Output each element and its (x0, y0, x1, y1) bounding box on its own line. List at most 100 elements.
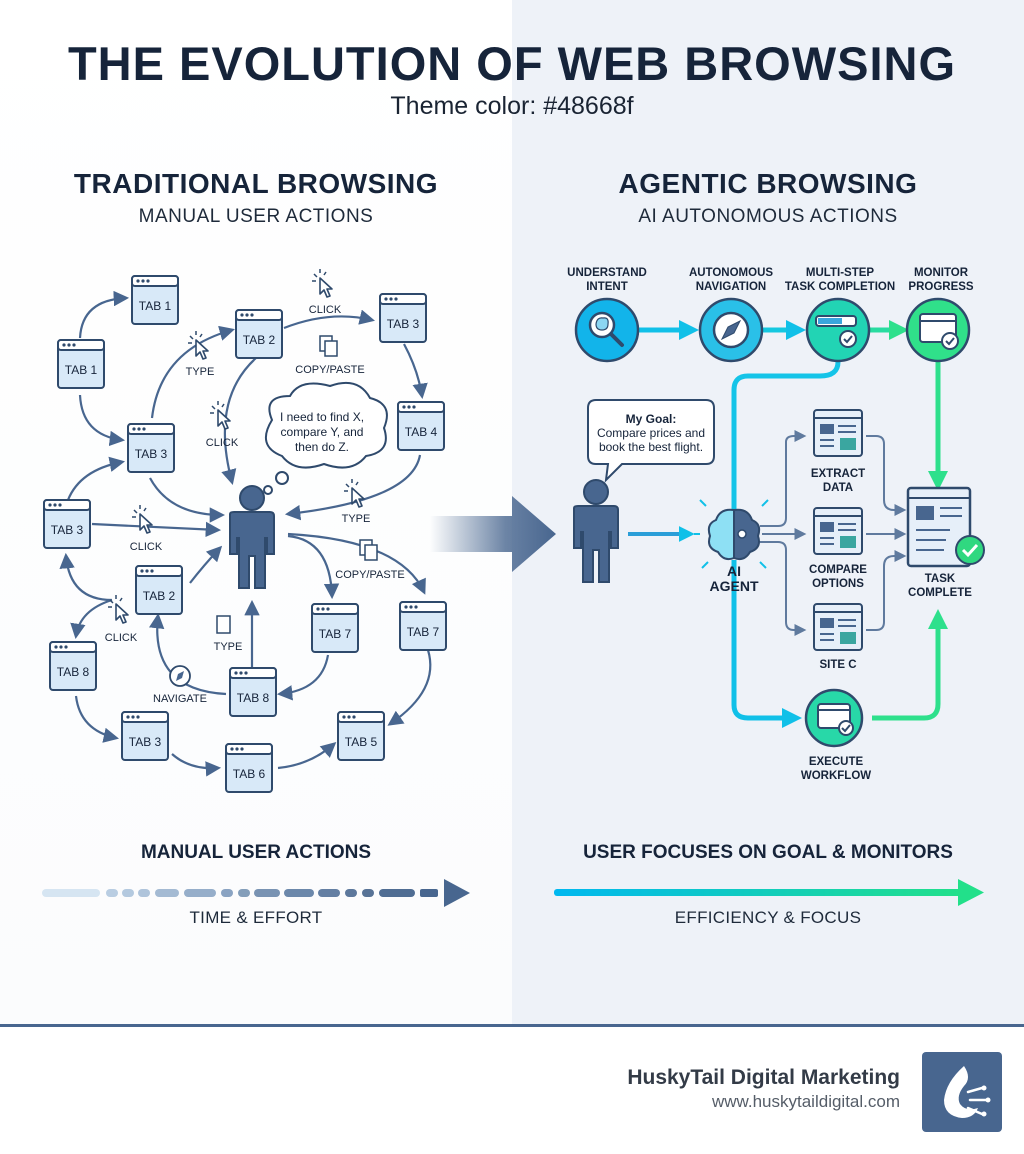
tab-label: TAB 5 (345, 735, 378, 749)
compass-icon (712, 311, 750, 349)
step-label: UNDERSTAND (567, 267, 647, 279)
brand-name: HuskyTail Digital Marketing (627, 1066, 900, 1089)
tab-box: TAB 3 (43, 499, 91, 549)
action-label: CLICK (130, 541, 163, 553)
right-axis-label: EFFICIENCY & FOCUS (674, 908, 862, 927)
thought-line: compare Y, and (281, 425, 364, 439)
task-compare-options: COMPARE OPTIONS (809, 507, 867, 590)
thought-line: then do Z. (295, 440, 349, 454)
task-site-c: SITE C (813, 603, 863, 671)
left-bottom-label: MANUAL USER ACTIONS (140, 842, 372, 863)
right-efficiency-bar (554, 879, 984, 906)
tab-box: TAB 6 (225, 743, 273, 793)
action-label: TYPE (342, 513, 371, 525)
ai-agent: AI AGENT (694, 499, 774, 594)
brand-logo-icon (922, 1052, 1002, 1132)
left-actions: CLICK TYPE COPY/PASTE CLICK TYPE CLICK C… (105, 268, 405, 705)
step-label: NAVIGATION (696, 281, 767, 293)
task-complete: TASK COMPLETE (906, 486, 985, 599)
page-title: THE EVOLUTION OF WEB BROWSING (67, 37, 957, 90)
compass-icon (169, 665, 191, 687)
tab-label: TAB 7 (319, 627, 352, 641)
tab-label: TAB 7 (407, 625, 440, 639)
tab-box: TAB 2 (235, 309, 283, 359)
task-label: SITE C (819, 659, 856, 671)
workflow-label: WORKFLOW (801, 770, 871, 782)
task-label: DATA (823, 482, 853, 494)
tab-label: TAB 2 (143, 589, 176, 603)
tab-box: TAB 4 (397, 401, 445, 451)
action-label: CLICK (309, 304, 342, 316)
action-label: NAVIGATE (153, 693, 207, 705)
step-monitor-progress (905, 297, 971, 363)
cursor-icon (131, 504, 153, 534)
step-understand-intent (574, 297, 640, 363)
task-label: EXTRACT (811, 468, 865, 480)
step-labels: UNDERSTAND INTENT AUTONOMOUS NAVIGATION … (567, 267, 974, 293)
page-subtitle: Theme color: #48668f (390, 92, 634, 120)
tab-label: TAB 3 (135, 447, 168, 461)
tab-box: TAB 7 (311, 603, 359, 653)
goal-speech-bubble: My Goal: Compare prices and book the bes… (587, 399, 715, 483)
left-section-subtitle: MANUAL USER ACTIONS (138, 206, 374, 227)
document-check-icon (906, 486, 985, 568)
workflow-label: EXECUTE (809, 756, 864, 768)
copy-icon (359, 539, 378, 561)
tab-label: TAB 3 (129, 735, 162, 749)
user-person-icon (573, 479, 619, 583)
tab-label: TAB 6 (233, 767, 266, 781)
action-label: COPY/PASTE (335, 569, 404, 581)
type-icon (216, 615, 231, 634)
user-person-icon (229, 485, 275, 589)
action-label: CLICK (105, 632, 138, 644)
tab-box: TAB 8 (229, 667, 277, 717)
brand-url: www.huskytaildigital.com (711, 1092, 900, 1111)
action-label: TYPE (214, 641, 243, 653)
thought-bubble: I need to find X, compare Y, and then do… (263, 382, 388, 495)
tab-box: TAB 3 (379, 293, 427, 343)
tab-box: TAB 2 (135, 565, 183, 615)
task-label: OPTIONS (812, 578, 864, 590)
right-section-title: AGENTIC BROWSING (618, 168, 918, 199)
execute-workflow: EXECUTE WORKFLOW (801, 688, 871, 782)
step-autonomous-navigation (698, 297, 764, 363)
tab-label: TAB 8 (57, 665, 90, 679)
step-label: MULTI-STEP (806, 267, 874, 279)
document-icon (813, 603, 863, 651)
step-multi-step-task (805, 297, 871, 363)
cursor-icon (187, 330, 209, 360)
document-icon (813, 409, 863, 457)
tab-box: TAB 1 (57, 339, 105, 389)
document-icon (813, 507, 863, 555)
window-check-icon (919, 313, 959, 350)
step-label: AUTONOMOUS (689, 267, 773, 279)
tab-label: TAB 8 (237, 691, 270, 705)
action-label: COPY/PASTE (295, 364, 364, 376)
tab-label: TAB 1 (139, 299, 172, 313)
action-label: CLICK (206, 437, 239, 449)
cursor-icon (343, 478, 365, 508)
goal-line: book the best flight. (599, 440, 703, 454)
tab-box: TAB 8 (49, 641, 97, 691)
tab-box: TAB 1 (131, 275, 179, 325)
progress-check-icon (815, 315, 857, 348)
tab-label: TAB 1 (65, 363, 98, 377)
thought-line: I need to find X, (280, 410, 364, 424)
transition-arrow-icon (430, 496, 556, 572)
left-effort-bar (42, 879, 470, 907)
goal-line: Compare prices and (597, 426, 705, 440)
right-section-subtitle: AI AUTONOMOUS ACTIONS (638, 206, 898, 227)
diagram-canvas: TAB 1 TAB 1 TAB 2 TAB 3 TAB 4 TAB 3 TAB … (42, 267, 985, 907)
tab-label: TAB 2 (243, 333, 276, 347)
step-label: TASK COMPLETION (785, 281, 895, 293)
agent-label: AI (727, 563, 741, 579)
tab-label: TAB 3 (51, 523, 84, 537)
task-branch-arrows (760, 430, 907, 636)
agent-label: AGENT (710, 578, 759, 594)
tab-label: TAB 4 (405, 425, 438, 439)
tab-box: TAB 5 (337, 711, 385, 761)
goal-line: My Goal: (626, 412, 677, 426)
magnifier-brain-icon (588, 311, 624, 347)
complete-label: COMPLETE (908, 587, 972, 599)
